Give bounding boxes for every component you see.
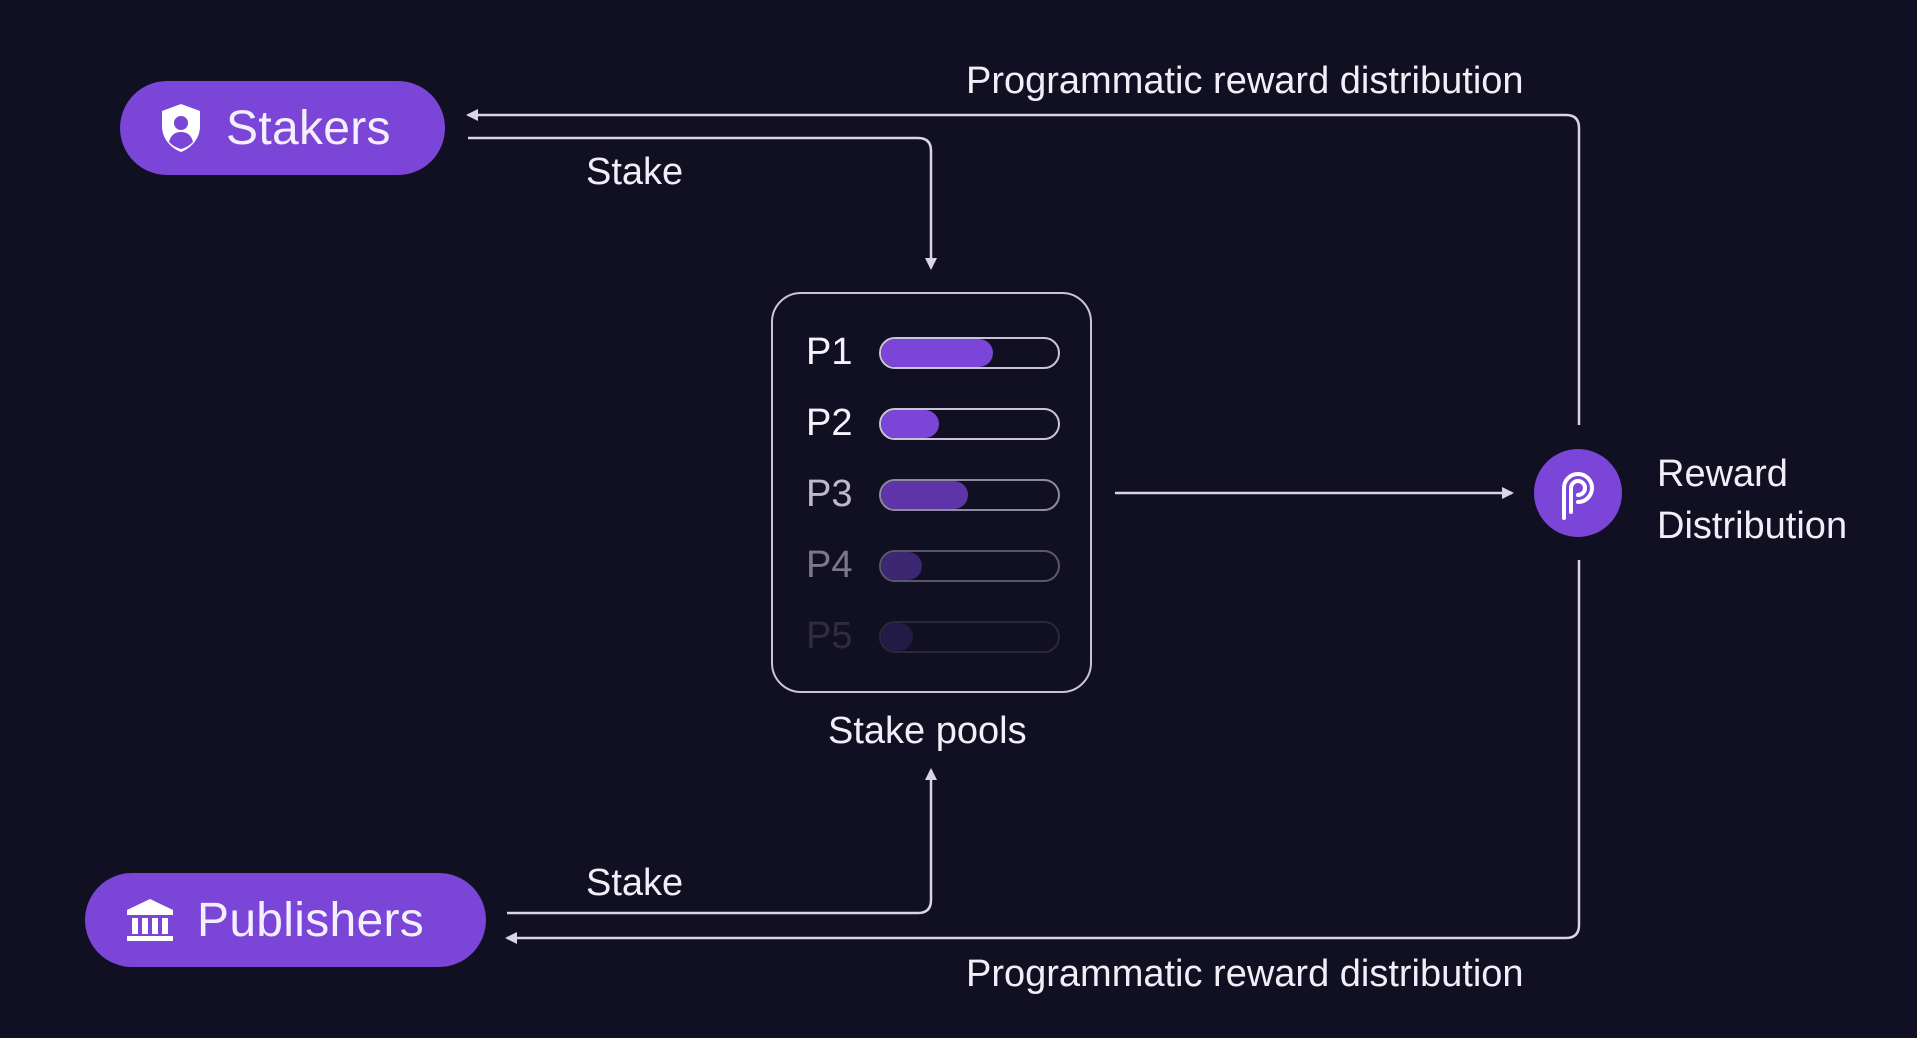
stakers-node: Stakers <box>120 81 445 175</box>
pool-name: P1 <box>806 331 853 373</box>
reward-label-line1: Reward <box>1657 453 1788 495</box>
publishers-stake-label: Stake <box>586 862 684 904</box>
pool-progress-bar <box>879 550 1060 582</box>
publishers-node: Publishers <box>85 873 486 967</box>
publishers-stake-connector <box>507 768 937 915</box>
pool-progress-bar <box>879 479 1060 511</box>
pool-row-p4: P4 <box>806 544 1066 586</box>
bottom-reward-label: Programmatic reward distribution <box>966 953 1524 995</box>
top-reward-label: Programmatic reward distribution <box>966 60 1524 102</box>
pool-progress-bar <box>879 337 1060 369</box>
top-reward-connector <box>466 109 1581 425</box>
pool-progress-fill <box>881 552 922 580</box>
stakers-label: Stakers <box>226 101 391 155</box>
pool-name: P5 <box>806 615 853 657</box>
pool-progress-fill <box>881 339 993 367</box>
reward-distribution-label: Reward Distribution <box>1657 448 1887 552</box>
publishers-label: Publishers <box>197 893 425 947</box>
pool-progress-fill <box>881 481 968 509</box>
stakers-stake-label: Stake <box>586 151 684 193</box>
pool-progress-bar <box>879 408 1060 440</box>
pool-row-p1: P1 <box>806 331 1066 373</box>
pool-progress-fill <box>881 410 940 438</box>
stakers-stake-connector <box>468 136 937 270</box>
pool-row-p5: P5 <box>806 615 1066 657</box>
pool-row-p2: P2 <box>806 402 1066 444</box>
pool-name: P2 <box>806 402 853 444</box>
reward-label-line2: Distribution <box>1657 505 1848 547</box>
pool-row-p3: P3 <box>806 473 1066 515</box>
pool-name: P3 <box>806 473 853 515</box>
bottom-reward-connector <box>505 560 1581 944</box>
shield-user-icon <box>158 102 204 154</box>
stake-pools-caption: Stake pools <box>828 710 1027 752</box>
pool-name: P4 <box>806 544 853 586</box>
pool-progress-fill <box>881 623 913 651</box>
pool-progress-bar <box>879 621 1060 653</box>
bank-icon <box>125 897 175 943</box>
reward-distribution-node <box>1534 449 1622 537</box>
pyth-logo-icon <box>1562 472 1594 520</box>
